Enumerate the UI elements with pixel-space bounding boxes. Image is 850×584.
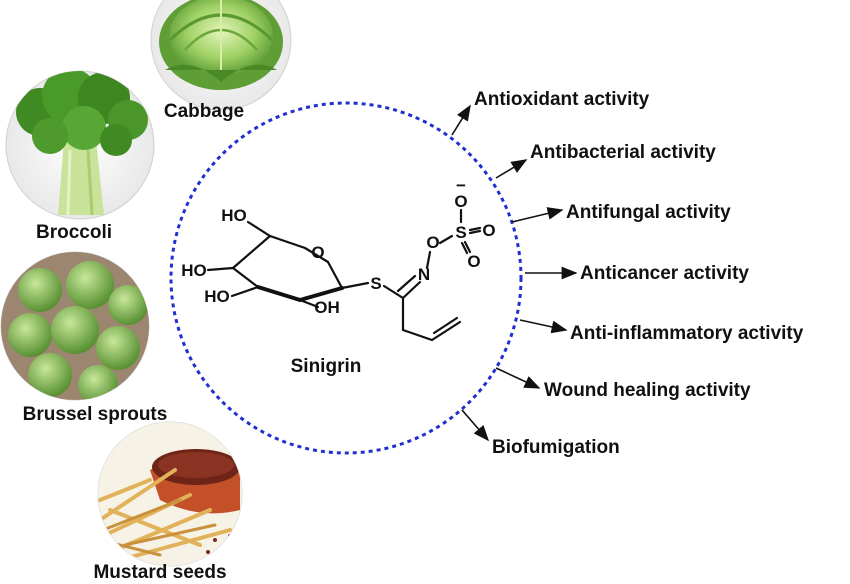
activity-anticancer: Anticancer activity — [580, 263, 749, 284]
mustard-seeds-image — [97, 421, 243, 567]
atom-sulfonate-oxygen-bottom: O — [467, 252, 480, 271]
cabbage-image — [150, 0, 292, 111]
atom-ring-oxygen: O — [311, 243, 324, 262]
activity-anti-inflammatory: Anti-inflammatory activity — [570, 323, 804, 344]
compound-name: Sinigrin — [291, 356, 362, 377]
atom-ho-c3: HO — [204, 287, 230, 306]
arrow-biofumigation — [461, 409, 490, 442]
activity-wound-healing: Wound healing activity — [544, 380, 751, 401]
source-label-mustard-seeds: Mustard seeds — [93, 562, 226, 583]
atom-sulfonate-oxygen-right: O — [482, 221, 495, 240]
charge-minus: − — [456, 176, 466, 195]
source-label-broccoli: Broccoli — [36, 222, 112, 243]
activity-antioxidant: Antioxidant activity — [474, 89, 650, 110]
activity-antibacterial: Antibacterial activity — [530, 142, 716, 163]
sinigrin-structure — [206, 208, 482, 342]
dotted-boundary-circle — [169, 101, 523, 455]
source-label-brussel-sprouts: Brussel sprouts — [23, 404, 168, 425]
activity-biofumigation: Biofumigation — [492, 437, 620, 458]
atom-oh-c2: OH — [314, 298, 340, 317]
atom-sulfonate-sulfur: S — [455, 223, 466, 242]
activity-arrows — [451, 104, 578, 442]
arrow-anti-inflammatory — [519, 319, 568, 334]
broccoli-image — [5, 70, 155, 220]
atom-sulfonate-oxygen-top: O — [454, 192, 467, 211]
brussel-sprouts-image — [0, 251, 150, 401]
activity-antifungal: Antifungal activity — [566, 202, 731, 223]
arrow-antifungal — [511, 207, 564, 223]
atom-oxime-oxygen: O — [426, 233, 439, 252]
arrow-antioxidant — [451, 104, 471, 136]
atom-thio-sulfur: S — [370, 274, 381, 293]
atom-ho-ch2oh: HO — [221, 206, 247, 225]
arrow-antibacterial — [495, 159, 528, 179]
atom-ho-c4: HO — [181, 261, 207, 280]
arrow-wound-healing — [495, 367, 541, 389]
atom-oxime-nitrogen: N — [418, 265, 430, 284]
source-label-cabbage: Cabbage — [164, 101, 244, 122]
